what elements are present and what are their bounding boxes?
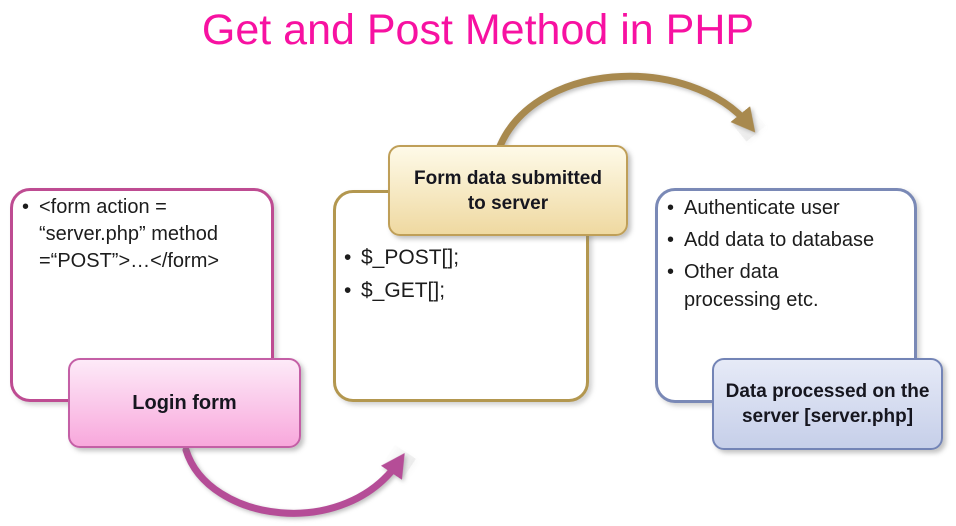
other-processing-line: processing etc. xyxy=(684,289,819,311)
add-data-bullet: • Add data to database xyxy=(667,226,912,254)
other-processing-line: Other data xyxy=(684,261,779,283)
bullet-icon: • xyxy=(344,246,352,269)
page-title: Get and Post Method in PHP xyxy=(201,6,755,54)
authenticate-user-text: Authenticate user xyxy=(684,197,840,219)
data-processed-line: Data processed on the xyxy=(725,381,930,402)
post-superglobal-text: $_POST[]; xyxy=(361,246,460,269)
data-processed-line: server [server.php] xyxy=(741,406,914,427)
get-superglobal-bullet: • $_GET[]; xyxy=(344,276,579,305)
other-processing-bullet: • Other data processing etc. xyxy=(667,258,912,314)
form-code-line: <form action = xyxy=(39,196,167,218)
login-to-middle-arrow xyxy=(182,446,405,517)
login-form-label: Login form xyxy=(68,358,301,448)
server-tasks-content: • Authenticate user • Add data to databa… xyxy=(667,194,912,318)
bullet-icon: • xyxy=(667,261,675,283)
bullet-icon: • xyxy=(22,196,30,218)
login-form-label-text: Login form xyxy=(132,391,237,414)
bullet-icon: • xyxy=(667,197,675,219)
post-superglobal-bullet: • $_POST[]; xyxy=(344,243,579,272)
form-data-submitted-line: to server xyxy=(467,192,549,214)
form-code-line: “server.php” method xyxy=(39,223,218,245)
data-processed-label: Data processed on the server [server.php… xyxy=(712,358,943,450)
superglobals-content: • $_POST[]; • $_GET[]; xyxy=(344,243,579,309)
get-superglobal-text: $_GET[]; xyxy=(361,279,446,302)
form-data-submitted-label: Form data submitted to server xyxy=(388,145,628,236)
bullet-icon: • xyxy=(344,279,352,302)
form-code-line: =“POST”>…</form> xyxy=(39,250,220,272)
form-data-submitted-line: Form data submitted xyxy=(414,167,602,189)
submit-to-server-arrow xyxy=(493,72,756,158)
bullet-icon: • xyxy=(667,229,675,251)
add-data-text: Add data to database xyxy=(684,229,875,251)
form-code-bullet: • <form action = “server.php” method =“P… xyxy=(22,194,267,275)
form-code-content: • <form action = “server.php” method =“P… xyxy=(22,194,267,279)
authenticate-user-bullet: • Authenticate user xyxy=(667,194,912,222)
